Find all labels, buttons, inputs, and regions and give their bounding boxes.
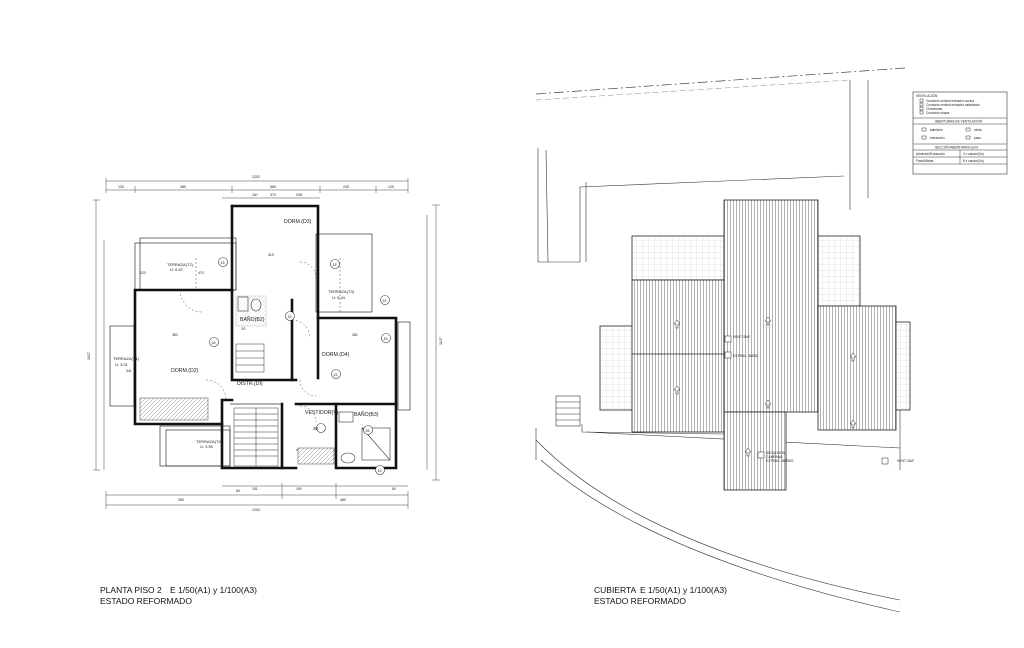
dim-380: 380 [172,333,178,337]
legend-title: VENTILACIÓN [916,93,938,98]
legend-item-2: Conducto vertical extractor calentador [926,103,981,107]
marker-15-g: 15 [378,469,382,473]
dim-right-total: 1107 [439,337,443,345]
stairs [233,343,279,467]
legend-item-3: Chimeneas [926,107,943,111]
legend-mixed: mixta [974,128,982,132]
floor-plan-scale: E 1/50(A1) y 1/100(A3) [170,585,257,595]
dim-inner-c: 238 [296,193,302,197]
marker-15-d: 15 [384,337,388,341]
legend-passage: paso [974,136,981,140]
floor-plan-labels: DORM.(D3) DORM.(D2) DORM.(D4) BAÑO(B2) B… [87,175,443,512]
roof-label-extrac-banos: EXTRAC. BAÑOS [766,458,794,463]
dim-151: 151 [252,487,258,491]
dim-top-d: 240 [343,185,349,189]
legend-item-4: Conducto chapa [926,111,949,115]
dim-inner-b: 372 [270,193,276,197]
terrace-t1-label: TERRAZA(T1) [113,356,140,361]
roof-surfaces [599,199,911,491]
floor-plan-caption: PLANTA PISO 2 E 1/50(A1) y 1/100(A3) ESTA… [100,585,257,607]
terrace-t2-area: U: 6.87 [170,267,184,272]
dim-470: 470 [198,271,204,275]
floor-plan-title: PLANTA PISO 2 [100,585,162,595]
marker-10: 10 [241,326,246,331]
roof-plan-state: ESTADO REFORMADO [594,596,686,606]
roof-label-campana: CAMPANA [766,455,783,459]
roof-label-vent-baf-2: VENT. BAF [897,459,914,463]
legend-row2-value: 8 x caudal (l/s) [963,159,984,163]
top-dimensions [105,178,409,199]
door-swings [179,258,341,423]
markers [209,257,391,475]
roof-label-extrac-bano: EXTRAC. BAÑO [733,353,759,358]
side-dimensions [93,199,440,481]
legend-section-title: SECCIÓN ABERTURAS (cm²) [935,145,978,150]
terrace-t3-label: TERRAZA(T3) [328,289,355,294]
dim-top-c: 580 [270,185,276,189]
terrace-t3-area: U: 5.44 [332,295,346,300]
dim-bottom-b: 390 [178,498,184,502]
room-label-vestidor: VESTIDOR(V) [305,410,339,416]
legend-item-1: Conducto vertical extractor cocina [926,99,974,103]
room-label-dorm-d2: DORM.(D2) [171,368,199,374]
dim-inner-a: 167 [252,193,258,197]
roof-plan-title: CUBIERTA [594,585,637,595]
legend-row2-label: Paso/Mixtas [916,159,934,163]
dim-left-total: 1017 [87,352,91,360]
terrace-t1-area: U: 3.01 [115,362,129,367]
dim-top-a: 120 [118,185,124,189]
dim-120: 120 [140,271,146,275]
floor-plan-state: ESTADO REFORMADO [100,596,192,606]
marker-26: 26 [366,429,370,433]
room-label-bano-b3: BAÑO(B3) [354,411,379,418]
marker-16: 16 [212,341,216,345]
roof-plan-scale: E 1/50(A1) y 1/100(A3) [640,585,727,595]
dim-150: 150 [296,487,302,491]
room-label-distr: DISTR.(DI) [237,381,263,387]
legend-row1-label: Admisión/Extracción [916,152,945,156]
room-label-bano-b2: BAÑO(B2) [240,316,265,323]
terrace-t4-area: U: 3.50 [200,444,214,449]
legend-openings-title: ABERTURAS DE VENTILACIÓN [935,119,983,124]
legend-admission: admisión [930,128,943,132]
marker-15-e: 15 [288,315,292,319]
dim-319: 319 [268,253,274,257]
dim-341: 341 [126,369,132,373]
walls [133,204,398,470]
roof-label-secadora: SECADORA [766,451,786,455]
ventilation-legend: VENTILACIÓN Conducto vertical extractor … [912,91,1008,175]
dim-bottom-total: 1202 [252,508,260,512]
dim-bottom-c: 480 [340,498,346,502]
roof-label-vent-baf: VENT. BAF [733,335,750,339]
roof-labels: VENT. BAF EXTRAC. BAÑO SECADORA CAMPANA … [733,335,914,463]
room-label-dorm-d3: DORM.(D3) [284,219,312,225]
dim-382: 382 [352,333,358,337]
marker-15-f: 15 [334,373,338,377]
dim-top-b: 380 [180,185,186,189]
roof-plan [535,67,906,613]
bottom-dimensions [105,483,409,509]
marker-15-a: 15 [221,261,225,265]
room-label-dorm-d4: DORM.(D4) [322,352,350,358]
marker-15-b: 15 [333,263,337,267]
legend-row1-value: 4 x caudal (l/s) [963,152,984,156]
dim-bottom-a: 80 [236,489,240,493]
dim-top-total: 1202 [252,175,260,179]
legend-extraction: extracción [930,136,945,140]
terrace-t4-label: TERRAZA(T4) [196,439,223,444]
terrace-t2-label: TERRAZA(T2) [167,262,194,267]
floor-plan [93,178,440,509]
marker-15-c: 15 [383,299,387,303]
slope-arrows [673,316,889,465]
dim-top-e: 120 [388,185,394,189]
marker-30: 30 [313,426,319,431]
dim-60: 60 [392,487,396,491]
